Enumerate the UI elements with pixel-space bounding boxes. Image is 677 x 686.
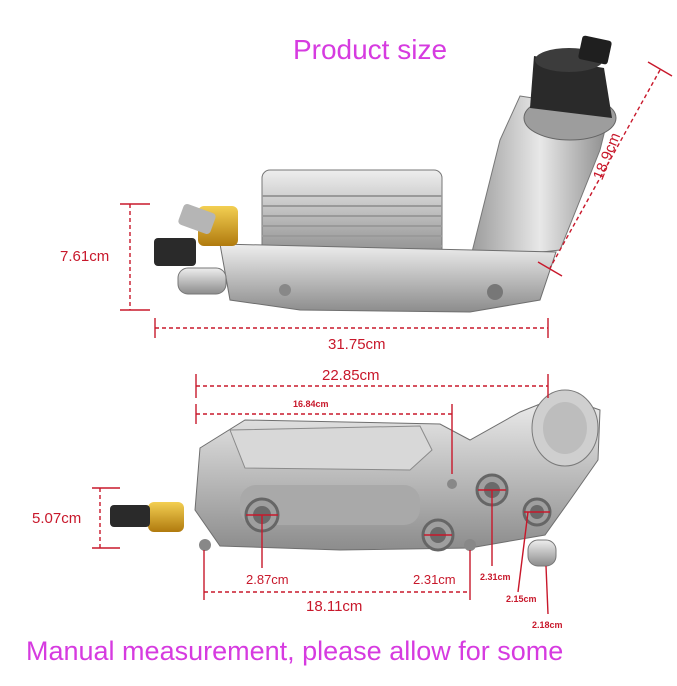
port-c-label: 2.31cm: [480, 572, 511, 582]
port-d-label: 2.15cm: [506, 594, 537, 604]
oil-filter-housing-side-view: [154, 35, 617, 313]
base-length-label: 18.11cm: [306, 598, 363, 615]
port-a-label: 2.87cm: [246, 572, 289, 587]
bottom-dimension-lines: [92, 374, 550, 615]
length-label-top: 31.75cm: [328, 336, 386, 353]
page-title: Product size: [292, 34, 448, 65]
top-dimension-lines: [120, 61, 673, 338]
port-e-label: 2.18cm: [532, 620, 563, 630]
disclaimer-text: Manual measurement, please allow for som…: [26, 636, 564, 666]
height-label-bottom: 5.07cm: [32, 510, 82, 527]
oil-filter-housing-bottom-view: [110, 389, 601, 567]
port-b-label: 2.31cm: [413, 572, 456, 587]
inner-length-label: 16.84cm: [293, 399, 329, 409]
overall-length-label: 22.85cm: [322, 367, 380, 384]
height-label-top: 7.61cm: [60, 248, 110, 265]
